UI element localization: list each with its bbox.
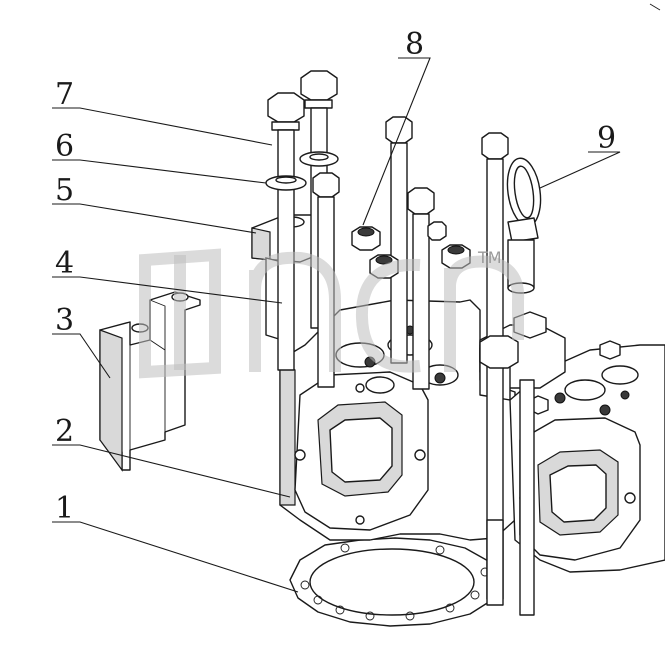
callout-6: 6: [55, 129, 74, 164]
callout-5: 5: [55, 173, 74, 208]
callout-8: 8: [405, 27, 424, 62]
callout-1: 1: [55, 491, 74, 526]
callout-2: 2: [55, 414, 74, 449]
callout-3: 3: [55, 303, 74, 338]
watermark-trademark: TM: [477, 248, 502, 267]
callout-7: 7: [55, 77, 74, 112]
valve-caps: [351, 221, 471, 279]
callout-numbers: 1 2 3 4 5 6 7 8 9: [55, 27, 616, 526]
callout-4: 4: [55, 246, 74, 281]
watermark-logo: TM: [139, 248, 525, 379]
head-gasket: [289, 537, 501, 627]
cylinder-head-right: [509, 340, 665, 573]
leader-lines: [52, 57, 621, 593]
corner-mark: [649, 3, 661, 11]
long-bolts: [265, 70, 535, 616]
callout-9: 9: [597, 121, 616, 156]
lifting-eye-bolt: [506, 157, 542, 294]
